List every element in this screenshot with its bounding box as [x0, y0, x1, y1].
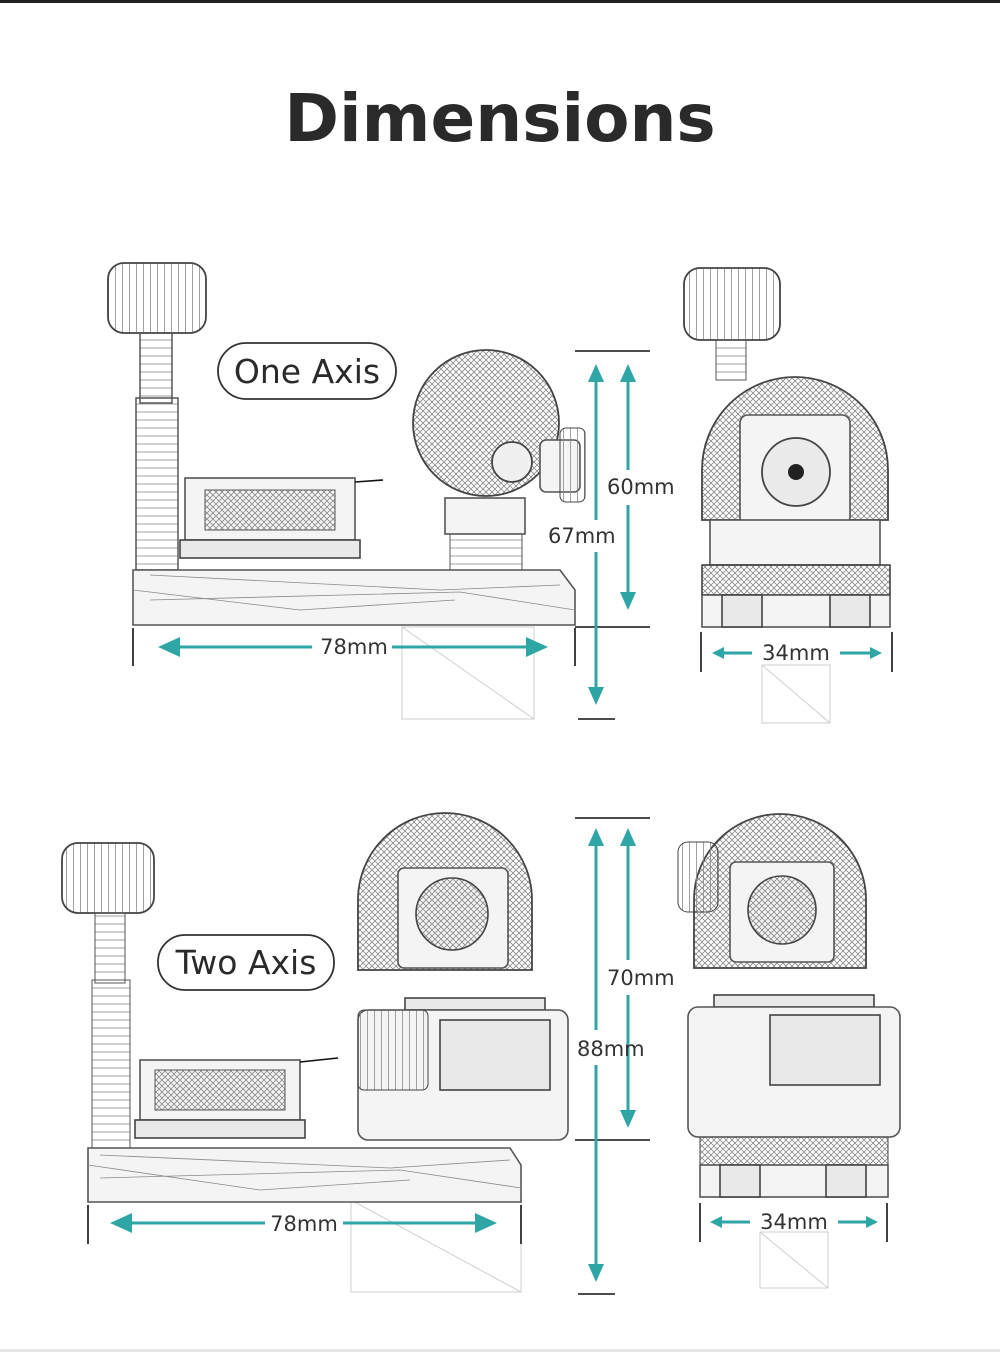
arrow-icon: [158, 637, 180, 657]
one-axis-width-label: 78mm: [320, 635, 388, 659]
one-axis-label: One Axis: [234, 352, 380, 391]
two-axis-label: Two Axis: [175, 943, 317, 982]
arrow-icon: [588, 1264, 604, 1282]
two-axis-label-pill: Two Axis: [157, 934, 335, 991]
arrow-icon: [620, 364, 636, 382]
two-axis-height-88: 88mm: [577, 1037, 645, 1061]
arrow-icon: [526, 637, 548, 657]
one-axis-height-dimensions: 60mm 67mm: [548, 350, 675, 720]
one-axis-label-pill: One Axis: [217, 342, 397, 400]
two-axis-side-view: [61, 812, 569, 1293]
one-axis-height-67: 67mm: [548, 524, 616, 548]
two-axis-front-view: [677, 813, 901, 1289]
two-axis-width-label: 78mm: [270, 1212, 338, 1236]
arrow-icon: [710, 1216, 722, 1228]
one-axis-side-width-dimension: 34mm: [700, 632, 893, 672]
arrow-icon: [588, 687, 604, 705]
arrow-icon: [620, 828, 636, 846]
bottom-border: [0, 1349, 1000, 1352]
arrow-icon: [620, 592, 636, 610]
top-border: [0, 0, 1000, 3]
two-axis-side-width-dimension: 34mm: [699, 1203, 888, 1242]
arrow-icon: [866, 1216, 878, 1228]
two-axis-height-70: 70mm: [607, 966, 675, 990]
two-axis-section: Two Axis 78mm 70mm 88mm: [61, 812, 901, 1295]
one-axis-height-60: 60mm: [607, 475, 675, 499]
arrow-icon: [110, 1213, 132, 1233]
two-axis-side-width-label: 34mm: [760, 1210, 828, 1234]
arrow-icon: [870, 647, 882, 659]
arrow-icon: [588, 828, 604, 846]
arrow-icon: [588, 364, 604, 382]
arrow-icon: [620, 1110, 636, 1128]
two-axis-width-dimension: 78mm: [87, 1205, 522, 1244]
page-title: Dimensions: [284, 80, 716, 157]
one-axis-width-dimension: 78mm: [132, 628, 576, 666]
arrow-icon: [712, 647, 724, 659]
arrow-icon: [475, 1213, 497, 1233]
one-axis-side-width-label: 34mm: [762, 641, 830, 665]
one-axis-section: One Axis 78mm 60mm: [107, 262, 893, 724]
two-axis-height-dimensions: 70mm 88mm: [575, 817, 675, 1295]
one-axis-front-view: [683, 267, 891, 724]
one-axis-side-view: [107, 262, 586, 720]
